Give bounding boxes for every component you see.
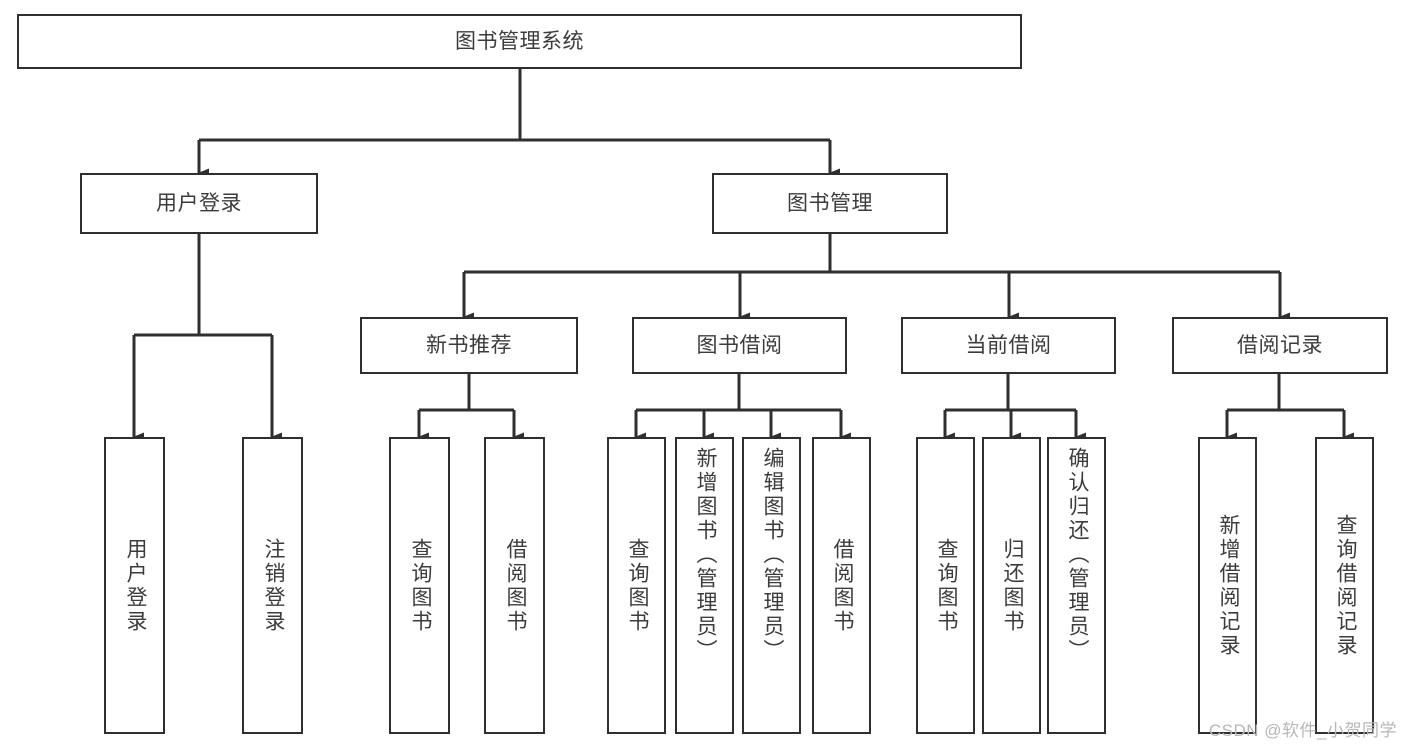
level2-node-new-book-recommend: 新书推荐	[360, 317, 578, 374]
level2-node-book-borrow: 图书借阅	[632, 317, 847, 374]
leaf-node-leaf-query-book-borrow: 查询图书	[607, 437, 666, 734]
leaf-node-leaf-query-borrow-record: 查询借阅记录	[1315, 437, 1374, 734]
node-label: 图书管理系统	[455, 29, 584, 53]
node-label: 编辑图书（管理员）	[760, 447, 784, 663]
node-label: 借阅记录	[1237, 333, 1323, 357]
leaf-node-leaf-user-login: 用户登录	[104, 437, 165, 734]
node-label: 新书推荐	[426, 333, 512, 357]
leaf-node-leaf-user-logout: 注销登录	[242, 437, 303, 734]
level1-node-user-login: 用户登录	[80, 173, 318, 234]
node-label: 当前借阅	[965, 333, 1052, 357]
node-label: 图书借阅	[696, 333, 783, 357]
node-label: 归还图书	[1000, 537, 1024, 634]
node-label: 查询借阅记录	[1333, 513, 1357, 658]
leaf-node-leaf-query-book-recommend: 查询图书	[389, 437, 450, 734]
node-label: 确认归还（管理员）	[1065, 447, 1089, 663]
leaf-node-leaf-add-borrow-record: 新增借阅记录	[1198, 437, 1257, 734]
level2-node-borrow-record: 借阅记录	[1172, 317, 1388, 374]
node-label: 用户登录	[123, 537, 147, 634]
node-label: 图书管理	[787, 191, 873, 215]
watermark-text: CSDN @软件_小贺同学	[1208, 721, 1397, 740]
leaf-node-leaf-borrow-book: 借阅图书	[812, 437, 871, 734]
root-node-root: 图书管理系统	[17, 14, 1022, 69]
leaf-node-leaf-confirm-return-admin: 确认归还（管理员）	[1047, 437, 1106, 734]
node-label: 新增图书（管理员）	[693, 447, 717, 663]
level1-node-book-manage: 图书管理	[712, 173, 948, 234]
leaf-node-leaf-add-book-admin: 新增图书（管理员）	[675, 437, 734, 734]
level2-node-current-borrow: 当前借阅	[901, 317, 1116, 374]
node-label: 借阅图书	[503, 537, 527, 634]
leaf-node-leaf-edit-book-admin: 编辑图书（管理员）	[742, 437, 801, 734]
leaf-node-leaf-query-book-current: 查询图书	[916, 437, 975, 734]
node-label: 用户登录	[156, 191, 242, 215]
node-label: 查询图书	[408, 537, 432, 634]
node-label: 查询图书	[625, 537, 649, 634]
edge-group	[132, 69, 1354, 442]
node-label: 新增借阅记录	[1216, 513, 1240, 658]
leaf-node-leaf-return-book: 归还图书	[982, 437, 1041, 734]
leaf-node-leaf-borrow-book-recommend: 借阅图书	[484, 437, 545, 734]
node-label: 查询图书	[934, 537, 958, 634]
node-label: 借阅图书	[830, 537, 854, 634]
node-label: 注销登录	[261, 537, 285, 634]
